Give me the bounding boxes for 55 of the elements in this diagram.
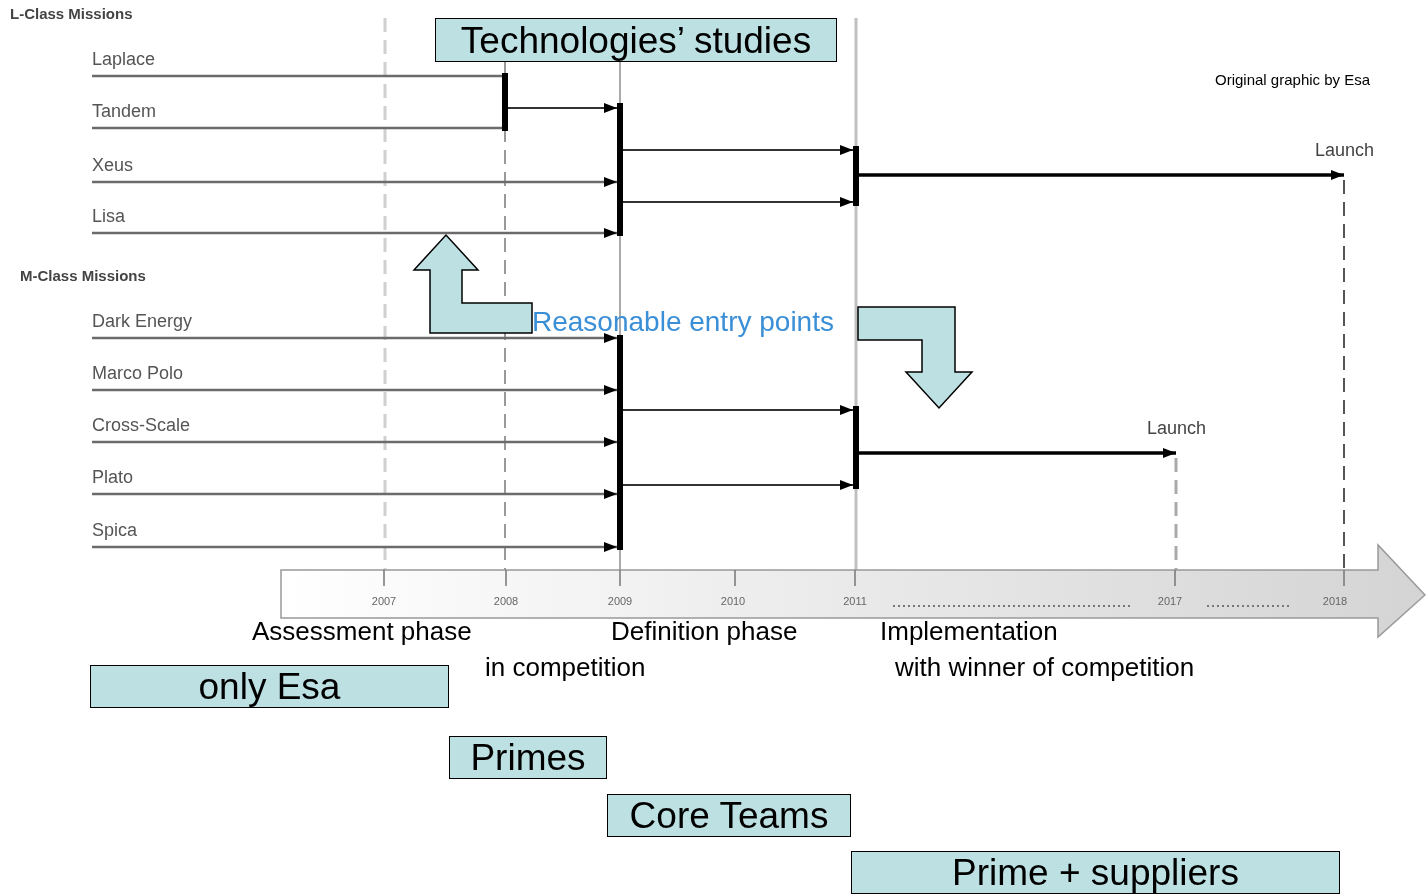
mission-label: Spica [92, 521, 242, 547]
arrow [92, 385, 617, 395]
edge-label: Launch [1314, 141, 1374, 159]
connector-line [92, 74, 502, 78]
mission-label: Laplace [92, 50, 242, 76]
arrow [92, 228, 617, 238]
connector-line [92, 126, 502, 130]
arrow [859, 448, 1176, 458]
arrow [507, 103, 618, 113]
merge-bar [502, 73, 508, 131]
block-arrow [412, 233, 533, 334]
merge-bar [617, 103, 623, 236]
section-heading: L-Class Missions [10, 6, 133, 21]
phase-label: Assessment phase [252, 618, 472, 644]
mission-label: Lisa [92, 207, 242, 233]
arrow [92, 489, 617, 499]
arrow [92, 437, 617, 447]
year-label: 2009 [607, 596, 633, 607]
mission-label: Cross-Scale [92, 416, 242, 442]
year-label: 2018 [1322, 596, 1348, 607]
year-label: 2017 [1157, 596, 1183, 607]
block-arrow [857, 306, 974, 410]
phase-label: in competition [485, 654, 646, 680]
phase-box: Primes [449, 736, 607, 779]
credit-note: Original graphic by Esa [1215, 72, 1371, 87]
year-label: 2010 [720, 596, 746, 607]
arrow [92, 333, 617, 343]
annotation-text: Reasonable entry points [532, 305, 858, 339]
edge-label: Launch [1146, 419, 1206, 437]
arrow [92, 177, 617, 187]
mission-label: Plato [92, 468, 242, 494]
mission-label: Tandem [92, 102, 242, 128]
mission-label: Xeus [92, 156, 242, 182]
mission-label: Marco Polo [92, 364, 242, 390]
arrow [622, 480, 854, 490]
arrow [622, 197, 854, 207]
section-heading: M-Class Missions [20, 268, 146, 283]
arrow [622, 145, 854, 155]
phase-box: Core Teams [607, 794, 851, 837]
arrow [622, 405, 854, 415]
arrow [92, 542, 617, 552]
year-label: 2007 [371, 596, 397, 607]
merge-bar [853, 146, 859, 206]
mission-label: Dark Energy [92, 312, 242, 338]
phase-box: Prime + suppliers [851, 851, 1340, 894]
phase-label: Definition phase [611, 618, 798, 644]
year-label: 2008 [493, 596, 519, 607]
merge-bar [617, 335, 623, 550]
merge-bar [853, 406, 859, 489]
phase-label: Implementation [880, 618, 1058, 644]
year-label: 2011 [843, 596, 867, 607]
phase-box: Technologies’ studies [435, 18, 837, 62]
phase-box: only Esa [90, 665, 449, 708]
phase-label: with winner of competition [895, 654, 1195, 680]
arrow [859, 170, 1344, 180]
